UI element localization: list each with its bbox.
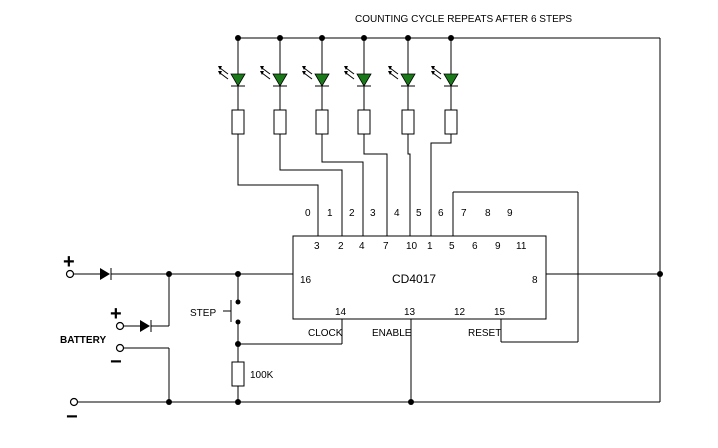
chip-name: CD4017 xyxy=(392,272,436,286)
pin-16-label: 16 xyxy=(300,275,312,286)
minus-terminal xyxy=(69,397,79,407)
led-icon xyxy=(272,73,288,87)
clock-label: CLOCK xyxy=(308,328,343,339)
battery-minus-terminal xyxy=(115,343,125,353)
led-column xyxy=(302,35,364,236)
diagram-title: COUNTING CYCLE REPEATS AFTER 6 STEPS xyxy=(355,14,572,25)
pin-14-label: 14 xyxy=(335,307,347,318)
output-number: 1 xyxy=(327,208,333,219)
chip-pin-number: 10 xyxy=(406,241,418,252)
supply-plus-sign: + xyxy=(63,251,75,273)
resistor xyxy=(315,109,329,135)
output-number: 6 xyxy=(438,208,444,219)
chip-pin-number: 7 xyxy=(383,241,389,252)
output-number: 3 xyxy=(370,208,376,219)
enable-label: ENABLE xyxy=(372,328,412,339)
chip-pin-number: 9 xyxy=(495,241,501,252)
led-column xyxy=(260,35,343,236)
output-number: 5 xyxy=(416,208,422,219)
battery-minus-sign: − xyxy=(110,351,122,373)
chip-pin-number: 11 xyxy=(516,241,527,252)
pin-8-label: 8 xyxy=(532,275,538,286)
diode-1 xyxy=(100,268,110,280)
resistor xyxy=(231,109,245,135)
led-icon xyxy=(314,73,330,87)
output-number: 8 xyxy=(485,208,491,219)
resistor xyxy=(444,109,458,135)
battery-plus-sign: + xyxy=(110,303,122,325)
chip-pin-number: 2 xyxy=(338,241,344,252)
clock-wire xyxy=(238,319,343,345)
battery-label: BATTERY xyxy=(60,335,106,346)
chip-pin-number: 5 xyxy=(449,241,455,252)
led-icon xyxy=(400,73,416,87)
output-number: 0 xyxy=(305,208,311,219)
led-icon xyxy=(443,73,459,87)
led-column xyxy=(218,35,319,236)
output-number: 9 xyxy=(507,208,513,219)
led-column xyxy=(430,35,459,236)
pin-12-label: 12 xyxy=(454,307,466,318)
led-columns xyxy=(218,35,459,236)
output-number: 7 xyxy=(461,208,467,219)
led-column xyxy=(344,35,388,236)
reset-label: RESET xyxy=(468,328,501,339)
chip-pin-number: 3 xyxy=(314,241,320,252)
battery-plus-terminal xyxy=(115,321,125,331)
positive-supply xyxy=(65,268,293,332)
resistor xyxy=(273,109,287,135)
pin-15-label: 15 xyxy=(494,307,506,318)
battery-negative xyxy=(115,343,170,402)
resistor xyxy=(401,109,415,135)
resistor-100k xyxy=(231,361,245,387)
top-rail xyxy=(238,37,661,402)
ground-rail xyxy=(69,397,660,407)
resistor-label: 100K xyxy=(250,370,274,381)
chip-pin-number: 1 xyxy=(427,241,433,252)
pin-13-label: 13 xyxy=(404,307,416,318)
output-number: 4 xyxy=(394,208,400,219)
led-icon xyxy=(356,73,372,87)
led-icon xyxy=(230,73,246,87)
chip-pin-number: 6 xyxy=(472,241,478,252)
ground-minus-sign: − xyxy=(66,406,78,428)
resistor xyxy=(357,109,371,135)
chip-body xyxy=(292,235,547,320)
chip-pin-number: 4 xyxy=(359,241,365,252)
diode-2 xyxy=(140,320,150,332)
plus-terminal xyxy=(65,269,75,279)
cd4017-chip: CD4017 16 8 14 13 12 15 xyxy=(292,235,547,320)
output-number: 2 xyxy=(349,208,355,219)
step-label: STEP xyxy=(190,308,216,319)
junction-dot xyxy=(166,399,172,405)
step-switch xyxy=(223,274,245,405)
junction-dot xyxy=(657,271,663,277)
junction-dot xyxy=(235,341,241,347)
led-column xyxy=(388,35,416,236)
top-pin-labels: 3 2 4 7 10 1 5 6 9 11 0 1 2 3 4 5 6 7 8 9 xyxy=(305,208,527,252)
reset-feedback-wire xyxy=(452,191,579,343)
